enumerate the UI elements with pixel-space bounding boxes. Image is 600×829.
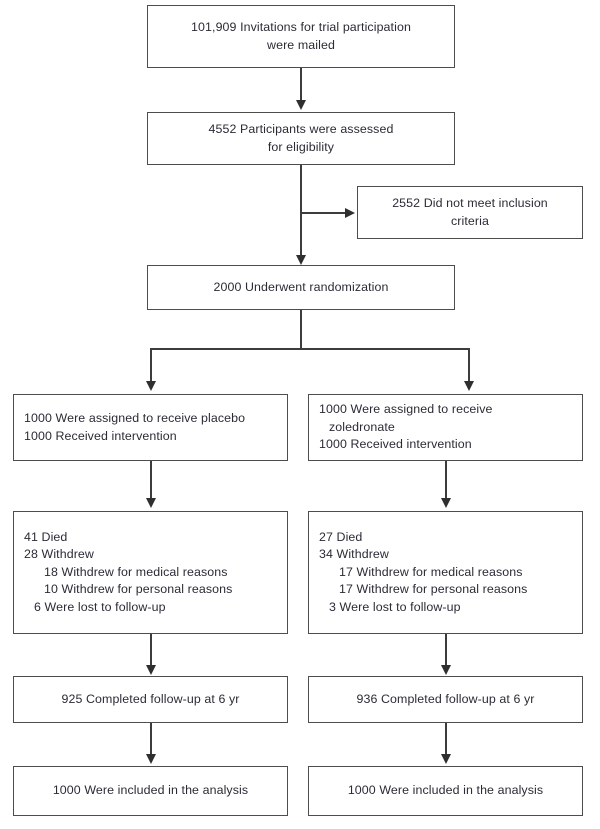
arrowhead-exclusion-branch bbox=[345, 208, 355, 218]
node-invitations-line-2: were mailed bbox=[267, 37, 335, 52]
node-assessed-line-2: for eligibility bbox=[267, 139, 335, 154]
connector-placebo-assigned-to-losses bbox=[150, 461, 152, 504]
arrowhead-placebo-assigned-to-losses bbox=[146, 498, 156, 508]
node-placebo-losses-line-3: 18 Withdrew for medical reasons bbox=[44, 564, 228, 579]
connector-split-to-placebo bbox=[150, 348, 152, 387]
node-excluded-line-2: criteria bbox=[451, 213, 489, 228]
connector-randomization-stem bbox=[300, 310, 302, 349]
connector-split-to-zoledronate bbox=[468, 348, 470, 387]
connector-zoledronate-losses-to-completed bbox=[445, 634, 447, 671]
node-placebo-completed: 925 Completed follow-up at 6 yr bbox=[13, 676, 288, 723]
node-randomization: 2000 Underwent randomization bbox=[147, 265, 455, 310]
connector-zoledronate-completed-to-analyzed bbox=[445, 723, 447, 760]
node-placebo-assigned: 1000 Were assigned to receive placebo 10… bbox=[13, 394, 288, 461]
node-zoledronate-completed-line-1: 936 Completed follow-up at 6 yr bbox=[356, 691, 535, 706]
node-placebo-losses-line-2: 28 Withdrew bbox=[24, 547, 94, 562]
node-zoledronate-analyzed-line-1: 1000 Were included in the analysis bbox=[347, 783, 544, 798]
node-zoledronate-assigned-line-1: 1000 Were assigned to receive bbox=[319, 402, 493, 417]
arrowhead-split-to-zoledronate bbox=[464, 381, 474, 391]
node-zoledronate-assigned-line-3: 1000 Received intervention bbox=[319, 437, 472, 452]
arrowhead-placebo-completed-to-analyzed bbox=[146, 754, 156, 764]
node-excluded: 2552 Did not meet inclusion criteria bbox=[357, 186, 583, 239]
arrowhead-split-to-placebo bbox=[146, 381, 156, 391]
node-zoledronate-assigned-line-2: zoledronate bbox=[329, 419, 395, 434]
node-zoledronate-losses-line-3: 17 Withdrew for medical reasons bbox=[339, 564, 523, 579]
node-zoledronate-losses-line-5: 3 Were lost to follow-up bbox=[329, 599, 461, 614]
node-placebo-assigned-line-2: 1000 Received intervention bbox=[24, 428, 177, 443]
arrowhead-assessed-to-randomization bbox=[296, 255, 306, 265]
arrowhead-zoledronate-completed-to-analyzed bbox=[441, 754, 451, 764]
node-assessed-line-1: 4552 Participants were assessed bbox=[208, 122, 394, 136]
connector-zoledronate-assigned-to-losses bbox=[445, 461, 447, 504]
connector-exclusion-branch bbox=[300, 212, 348, 214]
connector-invitations-to-assessed bbox=[300, 68, 302, 105]
node-placebo-completed-line-1: 925 Completed follow-up at 6 yr bbox=[61, 691, 240, 706]
node-randomization-line-1: 2000 Underwent randomization bbox=[213, 279, 389, 294]
node-zoledronate-losses-line-1: 27 Died bbox=[319, 529, 363, 544]
connector-randomization-split-bar bbox=[150, 348, 470, 350]
node-invitations: 101,909 Invitations for trial participat… bbox=[147, 5, 455, 68]
arrowhead-invitations-to-assessed bbox=[296, 100, 306, 110]
node-zoledronate-completed: 936 Completed follow-up at 6 yr bbox=[308, 676, 583, 723]
connector-placebo-completed-to-analyzed bbox=[150, 723, 152, 760]
node-placebo-losses-line-4: 10 Withdrew for personal reasons bbox=[44, 582, 233, 597]
node-zoledronate-analyzed: 1000 Were included in the analysis bbox=[308, 766, 583, 816]
node-zoledronate-losses-line-4: 17 Withdrew for personal reasons bbox=[339, 582, 528, 597]
arrowhead-placebo-losses-to-completed bbox=[146, 665, 156, 675]
node-placebo-losses: 41 Died 28 Withdrew 18 Withdrew for medi… bbox=[13, 511, 288, 634]
connector-placebo-losses-to-completed bbox=[150, 634, 152, 671]
node-excluded-line-1: 2552 Did not meet inclusion bbox=[392, 196, 548, 210]
node-zoledronate-losses-line-2: 34 Withdrew bbox=[319, 547, 389, 562]
node-placebo-analyzed-line-1: 1000 Were included in the analysis bbox=[52, 783, 249, 798]
node-placebo-losses-line-1: 41 Died bbox=[24, 529, 68, 544]
node-placebo-losses-line-5: 6 Were lost to follow-up bbox=[34, 599, 166, 614]
arrowhead-zoledronate-losses-to-completed bbox=[441, 665, 451, 675]
node-zoledronate-losses: 27 Died 34 Withdrew 17 Withdrew for medi… bbox=[308, 511, 583, 634]
node-zoledronate-assigned: 1000 Were assigned to receive zoledronat… bbox=[308, 394, 583, 461]
arrowhead-zoledronate-assigned-to-losses bbox=[441, 498, 451, 508]
node-placebo-assigned-line-1: 1000 Were assigned to receive placebo bbox=[24, 411, 246, 425]
node-assessed-eligibility: 4552 Participants were assessed for elig… bbox=[147, 112, 455, 165]
node-placebo-analyzed: 1000 Were included in the analysis bbox=[13, 766, 288, 816]
node-invitations-line-1: 101,909 Invitations for trial participat… bbox=[191, 20, 411, 34]
